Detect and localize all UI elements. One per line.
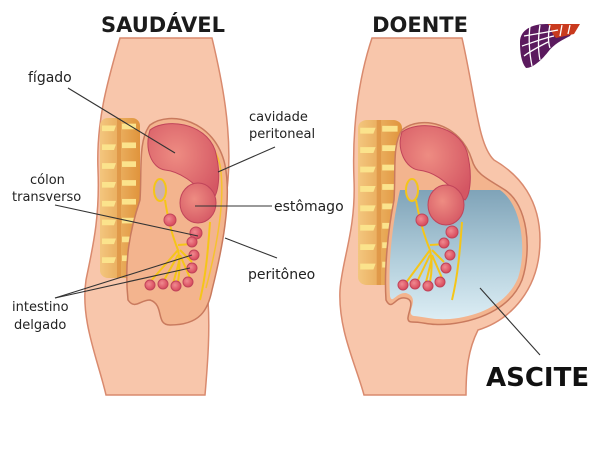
healthy-small-intestine xyxy=(144,213,203,292)
diseased-panel: DOENTE ASCITE xyxy=(339,13,589,396)
label-peritoneal-cavity-line1: cavidade xyxy=(249,110,308,125)
label-small-intestine-line1: intestino xyxy=(12,300,69,315)
liver-logo-icon xyxy=(520,24,580,68)
label-peritoneum: peritôneo xyxy=(248,267,315,283)
label-ascites: ASCITE xyxy=(486,363,589,393)
diseased-liver xyxy=(399,125,471,201)
healthy-stomach xyxy=(179,182,217,224)
label-small-intestine-line2: delgado xyxy=(14,318,66,333)
diseased-stomach xyxy=(427,184,465,226)
label-peritoneal-cavity-line2: peritoneal xyxy=(249,127,315,142)
label-transverse-colon-line1: cólon xyxy=(30,173,65,188)
healthy-panel: SAUDÁVEL fígado cav xyxy=(12,12,344,396)
label-stomach: estômago xyxy=(274,199,344,215)
label-transverse-colon-line2: transverso xyxy=(12,190,81,205)
label-liver: fígado xyxy=(28,70,72,86)
diseased-title: DOENTE xyxy=(372,13,468,37)
healthy-title: SAUDÁVEL xyxy=(101,12,225,37)
diseased-small-intestine xyxy=(397,213,459,292)
